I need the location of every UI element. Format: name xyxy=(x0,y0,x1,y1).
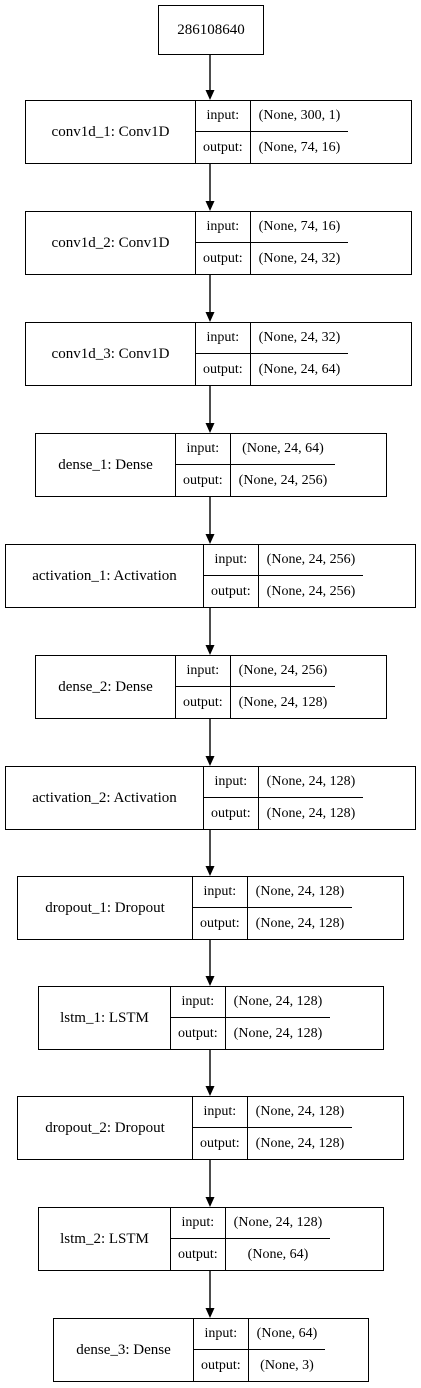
output-shape: (None, 24, 32) xyxy=(258,250,341,266)
input-label: input: xyxy=(176,656,231,687)
input-label: input: xyxy=(196,212,251,243)
input-shape: (None, 300, 1) xyxy=(250,101,349,132)
output-label: output: xyxy=(171,1018,226,1049)
connector-arrow xyxy=(205,497,215,544)
layer-io-table: input: (None, 24, 256) output: (None, 24… xyxy=(176,656,336,718)
input-shape: (None, 24, 128) xyxy=(247,1097,353,1128)
input-label: input: xyxy=(196,101,251,132)
input-node: 286108640 xyxy=(158,5,264,55)
input-label: input: xyxy=(171,1208,226,1239)
layer-io-table: input: (None, 24, 128) output: (None, 24… xyxy=(171,987,331,1049)
input-label: input: xyxy=(194,1319,249,1350)
output-shape: (None, 24, 128) xyxy=(255,915,345,931)
output-shape: (None, 74, 16) xyxy=(258,139,341,155)
output-shape: (None, 24, 256) xyxy=(266,583,356,599)
output-label: output: xyxy=(204,798,259,829)
layer-node-lstm-1: lstm_1: LSTM input: (None, 24, 128) outp… xyxy=(38,986,384,1050)
layer-node-conv1d-3: conv1d_3: Conv1D input: (None, 24, 32) o… xyxy=(25,322,412,386)
input-label: input: xyxy=(171,987,226,1018)
output-shape: (None, 3) xyxy=(260,1357,314,1373)
output-shape: (None, 24, 128) xyxy=(255,1135,345,1151)
input-label: input: xyxy=(204,545,259,576)
connector-arrow xyxy=(205,164,215,211)
layer-io-table: input: (None, 24, 128) output: (None, 24… xyxy=(204,767,364,829)
input-label: input: xyxy=(176,434,231,465)
layer-name: lstm_1: LSTM xyxy=(39,987,171,1049)
input-shape: (None, 24, 64) xyxy=(230,434,336,465)
layer-name: dense_1: Dense xyxy=(36,434,176,496)
input-label: input: xyxy=(193,877,248,908)
connector-arrow xyxy=(205,719,215,766)
output-shape: (None, 24, 64) xyxy=(258,361,341,377)
layer-name: activation_1: Activation xyxy=(6,545,204,607)
output-label: output: xyxy=(176,465,231,496)
output-label: output: xyxy=(176,687,231,718)
layer-name: lstm_2: LSTM xyxy=(39,1208,171,1270)
layer-io-table: input: (None, 24, 128) output: (None, 64… xyxy=(171,1208,331,1270)
layer-node-conv1d-2: conv1d_2: Conv1D input: (None, 74, 16) o… xyxy=(25,211,412,275)
input-shape: (None, 24, 256) xyxy=(258,545,364,576)
connector-arrow xyxy=(205,275,215,322)
layer-name: dropout_1: Dropout xyxy=(18,877,193,939)
input-label: input: xyxy=(193,1097,248,1128)
layer-io-table: input: (None, 24, 64) output: (None, 24,… xyxy=(176,434,336,496)
layer-name: conv1d_3: Conv1D xyxy=(26,323,196,385)
layer-name: dropout_2: Dropout xyxy=(18,1097,193,1159)
connector-arrow xyxy=(205,1271,215,1318)
connector-arrow xyxy=(205,830,215,876)
layer-io-table: input: (None, 24, 256) output: (None, 24… xyxy=(204,545,364,607)
input-shape: (None, 24, 128) xyxy=(225,1208,331,1239)
layer-io-table: input: (None, 300, 1) output: (None, 74,… xyxy=(196,101,349,163)
output-shape: (None, 24, 256) xyxy=(238,472,328,488)
input-label: input: xyxy=(196,323,251,354)
output-shape: (None, 64) xyxy=(247,1246,309,1262)
input-label: input: xyxy=(204,767,259,798)
output-label: output: xyxy=(196,132,251,163)
input-shape: (None, 24, 256) xyxy=(230,656,336,687)
layer-io-table: input: (None, 74, 16) output: (None, 24,… xyxy=(196,212,349,274)
layer-name: dense_3: Dense xyxy=(54,1319,194,1381)
input-shape: (None, 24, 128) xyxy=(225,987,331,1018)
output-label: output: xyxy=(196,354,251,385)
output-shape: (None, 24, 128) xyxy=(266,805,356,821)
layer-node-dropout-2: dropout_2: Dropout input: (None, 24, 128… xyxy=(17,1096,404,1160)
connector-arrow xyxy=(205,55,215,100)
layer-node-activation-1: activation_1: Activation input: (None, 2… xyxy=(5,544,416,608)
connector-arrow xyxy=(205,1050,215,1096)
output-label: output: xyxy=(171,1239,226,1270)
layer-node-dense-2: dense_2: Dense input: (None, 24, 256) ou… xyxy=(35,655,387,719)
input-shape: (None, 24, 128) xyxy=(258,767,364,798)
output-label: output: xyxy=(194,1350,249,1381)
output-label: output: xyxy=(193,908,248,939)
input-shape: (None, 24, 32) xyxy=(250,323,349,354)
connector-arrow xyxy=(205,1160,215,1207)
layer-name: conv1d_1: Conv1D xyxy=(26,101,196,163)
layer-name: conv1d_2: Conv1D xyxy=(26,212,196,274)
layer-node-dense-3: dense_3: Dense input: (None, 64) output:… xyxy=(53,1318,369,1382)
layer-node-activation-2: activation_2: Activation input: (None, 2… xyxy=(5,766,416,830)
layer-name: dense_2: Dense xyxy=(36,656,176,718)
layer-node-dropout-1: dropout_1: Dropout input: (None, 24, 128… xyxy=(17,876,404,940)
output-label: output: xyxy=(204,576,259,607)
layer-name: activation_2: Activation xyxy=(6,767,204,829)
layer-io-table: input: (None, 24, 128) output: (None, 24… xyxy=(193,1097,353,1159)
output-shape: (None, 24, 128) xyxy=(238,694,328,710)
layer-node-dense-1: dense_1: Dense input: (None, 24, 64) out… xyxy=(35,433,387,497)
layer-io-table: input: (None, 24, 32) output: (None, 24,… xyxy=(196,323,349,385)
layer-io-table: input: (None, 24, 128) output: (None, 24… xyxy=(193,877,353,939)
input-shape: (None, 64) xyxy=(248,1319,326,1350)
connector-arrow xyxy=(205,608,215,655)
connector-arrow xyxy=(205,386,215,433)
layer-io-table: input: (None, 64) output: (None, 3) xyxy=(194,1319,326,1381)
layer-node-lstm-2: lstm_2: LSTM input: (None, 24, 128) outp… xyxy=(38,1207,384,1271)
output-label: output: xyxy=(196,243,251,274)
layer-node-conv1d-1: conv1d_1: Conv1D input: (None, 300, 1) o… xyxy=(25,100,412,164)
input-shape: (None, 74, 16) xyxy=(250,212,349,243)
output-label: output: xyxy=(193,1128,248,1159)
input-shape: (None, 24, 128) xyxy=(247,877,353,908)
connector-arrow xyxy=(205,940,215,986)
output-shape: (None, 24, 128) xyxy=(233,1025,323,1041)
